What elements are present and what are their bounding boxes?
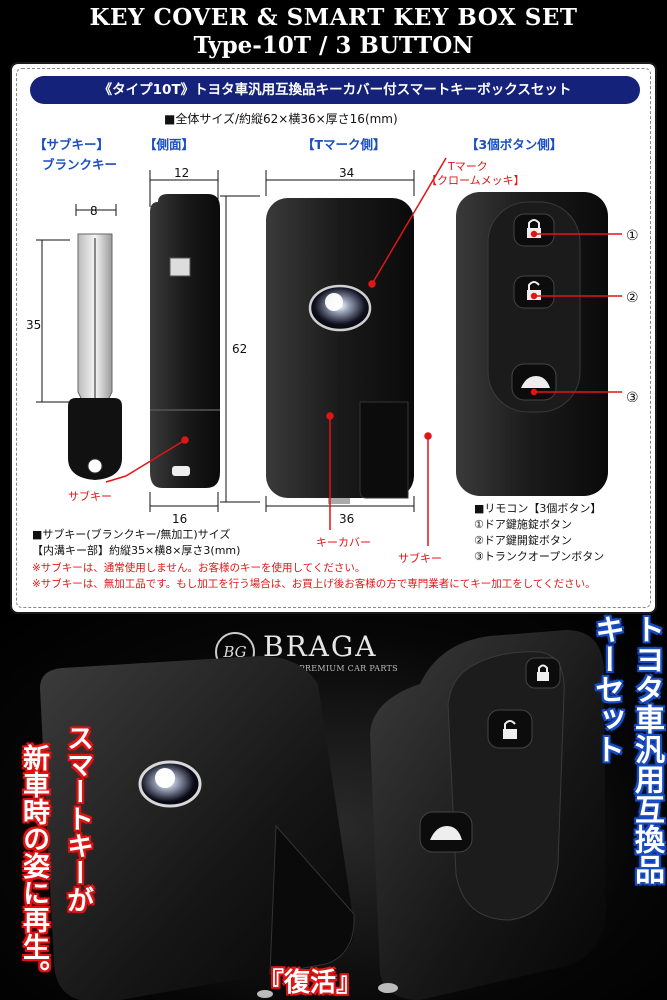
dim-36: 36 <box>339 512 355 526</box>
section-subkey-label: 【サブキー】 <box>34 137 110 152</box>
label-subkey-right: サブキー <box>398 552 442 565</box>
promo-key-left <box>40 656 355 1000</box>
promo-center-text: 『復活』 <box>258 968 363 998</box>
promo-key-photos <box>40 630 606 1000</box>
header: KEY COVER & SMART KEY BOX SET Type-10T /… <box>0 0 667 62</box>
dashed-border <box>16 68 651 608</box>
brand-name: BRAGA <box>263 630 378 663</box>
remote-title: ■リモコン【3個ボタン】 <box>474 502 602 515</box>
title-line-1: KEY COVER & SMART KEY BOX SET <box>89 4 578 31</box>
note-1: ※サブキーは、通常使用しません。お客様のキーを使用してください。 <box>32 562 366 574</box>
label-keycover: キーカバー <box>316 536 371 549</box>
promo-key-right <box>370 630 606 1000</box>
promo-section: BG BRAGA BRAGA PREMIUM CAR PARTS <box>0 614 667 1000</box>
promo-left-col1: スマートキーが <box>62 724 93 913</box>
promo-left-col2: 新車時の姿に再生。 <box>18 744 49 987</box>
remote-item-3: ③トランクオープンボタン <box>474 550 605 563</box>
section-tmark-label: 【Tマーク側】 <box>302 137 386 152</box>
section-side-label: 【側面】 <box>144 137 195 152</box>
product-banner: 《タイプ10T》トヨタ車汎用互換品キーカバー付スマートキーボックスセット <box>30 76 640 104</box>
dim-8: 8 <box>90 204 98 218</box>
tmark-sub-label: 【クロームメッキ】 <box>426 174 525 187</box>
dim-62: 62 <box>232 342 248 356</box>
title-line-2: Type-10T / 3 BUTTON <box>193 32 474 59</box>
callout-3: ③ <box>626 390 639 406</box>
section-subkey-sub: ブランクキー <box>42 157 118 172</box>
callout-2: ② <box>626 290 639 306</box>
label-subkey-left: サブキー <box>68 490 112 503</box>
overall-size: ■全体サイズ/約縦62×横36×厚さ16(mm) <box>164 112 398 126</box>
remote-item-1: ①ドア鍵施錠ボタン <box>474 518 572 531</box>
subkey-size-title: ■サブキー(ブランクキー/無加工)サイズ <box>32 528 231 541</box>
promo-right-col1: トヨタ車汎用互換品 <box>629 614 664 884</box>
dim-34: 34 <box>339 166 355 180</box>
dim-16: 16 <box>172 512 188 526</box>
callout-1: ① <box>626 228 639 244</box>
dim-35: 35 <box>26 318 42 332</box>
tmark-label: Tマーク <box>448 160 488 173</box>
section-buttons-label: 【3個ボタン側】 <box>466 137 563 152</box>
brand-block: BG BRAGA BRAGA PREMIUM CAR PARTS <box>215 630 455 680</box>
dim-12: 12 <box>174 166 190 180</box>
subkey-size: 【内溝キー部】約縦35×横8×厚さ3(mm) <box>32 544 241 557</box>
remote-item-2: ②ドア鍵開錠ボタン <box>474 534 572 547</box>
spec-panel: 《タイプ10T》トヨタ車汎用互換品キーカバー付スマートキーボックスセット ■全体… <box>10 62 657 614</box>
brand-tagline: BRAGA PREMIUM CAR PARTS <box>265 664 398 673</box>
note-2: ※サブキーは、無加工品です。もし加工を行う場合は、お買上げ後お客様の方で専門業者… <box>32 578 596 590</box>
promo-right-col2: キーセット <box>589 614 624 764</box>
